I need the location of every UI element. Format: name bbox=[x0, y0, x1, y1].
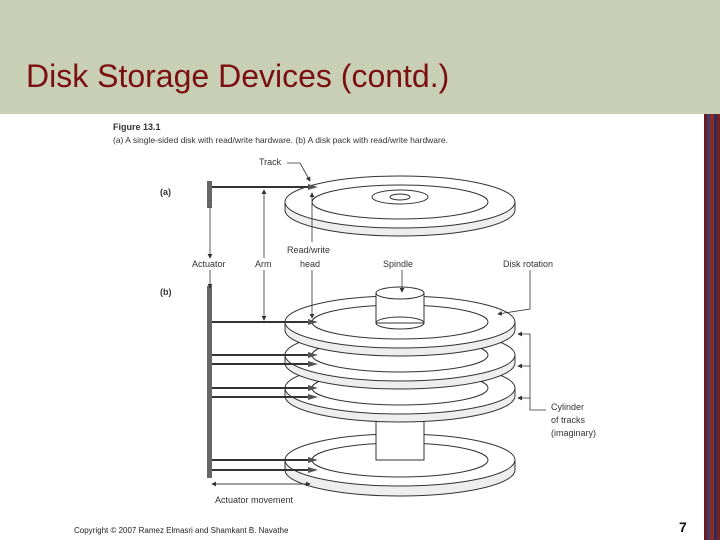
label-cylinder-2: of tracks bbox=[551, 415, 586, 425]
slide-title: Disk Storage Devices (contd.) bbox=[26, 58, 450, 94]
label-actuator-movement: Actuator movement bbox=[215, 495, 294, 505]
label-arm: Arm bbox=[255, 259, 272, 269]
stripe bbox=[717, 114, 720, 540]
actuator-a bbox=[207, 181, 318, 208]
label-disk-rotation: Disk rotation bbox=[503, 259, 553, 269]
stripe bbox=[714, 114, 717, 540]
stripe bbox=[707, 114, 710, 540]
page-number: 7 bbox=[679, 519, 687, 535]
slide-header bbox=[0, 0, 720, 114]
actuator-b bbox=[207, 286, 318, 478]
stripe bbox=[704, 114, 707, 540]
label-cylinder-3: (imaginary) bbox=[551, 428, 596, 438]
figure-caption-text: (a) A single-sided disk with read/write … bbox=[113, 135, 448, 145]
figure-caption-title: Figure 13.1 bbox=[113, 122, 161, 132]
label-part-b: (b) bbox=[160, 287, 172, 297]
label-cylinder-1: Cylinder bbox=[551, 402, 584, 412]
label-part-a: (a) bbox=[160, 187, 171, 197]
label-track: Track bbox=[259, 157, 282, 167]
label-actuator: Actuator bbox=[192, 259, 226, 269]
stripe bbox=[710, 114, 714, 540]
leader-lines bbox=[207, 162, 546, 487]
label-read-write-2: head bbox=[300, 259, 320, 269]
label-read-write-1: Read/write bbox=[287, 245, 330, 255]
single-disk bbox=[284, 175, 516, 237]
label-spindle: Spindle bbox=[383, 259, 413, 269]
copyright-notice: Copyright © 2007 Ramez Elmasri and Shamk… bbox=[74, 526, 289, 535]
decorative-stripes bbox=[704, 114, 720, 540]
disk-pack bbox=[284, 286, 516, 497]
